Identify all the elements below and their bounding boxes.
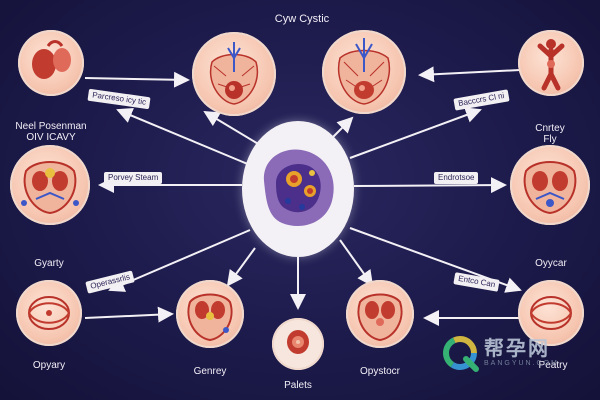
arrow-center-to-bottom-mid-right: [339, 239, 374, 287]
arrow-center-to-topleft: [116, 108, 251, 166]
label-top-left: Neel Posenman OIV ICAVY: [15, 121, 87, 143]
node-top-uterus-right: [322, 30, 406, 114]
label-lower-left: Gyarty: [34, 258, 64, 269]
label-bottom-mid-left: Genrey: [193, 366, 227, 377]
arrow-center-to-bottom-mid-left: [226, 247, 256, 287]
arrow-center-to-top-uterus: [203, 110, 266, 149]
node-top-left-ovaries: [18, 30, 84, 96]
watermark: 帮孕网 BANGYUN.COM: [440, 330, 590, 376]
watermark-main: 帮孕网: [484, 338, 550, 360]
watermark-sub: BANGYUN.COM: [484, 360, 559, 367]
q-logo-icon: [443, 336, 479, 372]
node-mid-left-uterus: [10, 145, 90, 225]
arrow-left-to-bottom-mid-left: [84, 306, 174, 323]
node-bottom-left-ovary: [16, 280, 82, 346]
tag-mid-right: Endrotsoe: [434, 172, 479, 184]
node-top-uterus-left: [192, 32, 276, 116]
node-bottom-mid-right: [346, 280, 414, 348]
node-bottom-center: [272, 318, 324, 370]
arrow-right-to-top-right: [418, 66, 521, 83]
arrow-center-to-right-tag: [349, 107, 482, 159]
arrow-center-to-mid-right: [353, 177, 507, 194]
diagram-title: Cyw Cystic: [274, 13, 330, 25]
node-mid-right-uterus: [510, 145, 590, 225]
tag-mid-left: Porvey Steam: [104, 172, 163, 184]
label-bottom-mid-right: Opystocr: [359, 366, 400, 377]
node-bottom-mid-left: [176, 280, 244, 348]
arrow-top-left-to-top-uterus: [84, 71, 190, 88]
label-top-right: Cnrtey Fly: [535, 123, 565, 145]
label-bottom-center: Palets: [284, 380, 312, 391]
label-lower-right: Oyycar: [535, 258, 567, 269]
center-cell: [242, 121, 354, 257]
node-top-right-figure: [518, 30, 584, 96]
node-bottom-right-ovary: [518, 280, 584, 346]
label-bottom-left: Opyary: [32, 360, 66, 371]
label-bottom-right: Peatry: [538, 360, 568, 371]
